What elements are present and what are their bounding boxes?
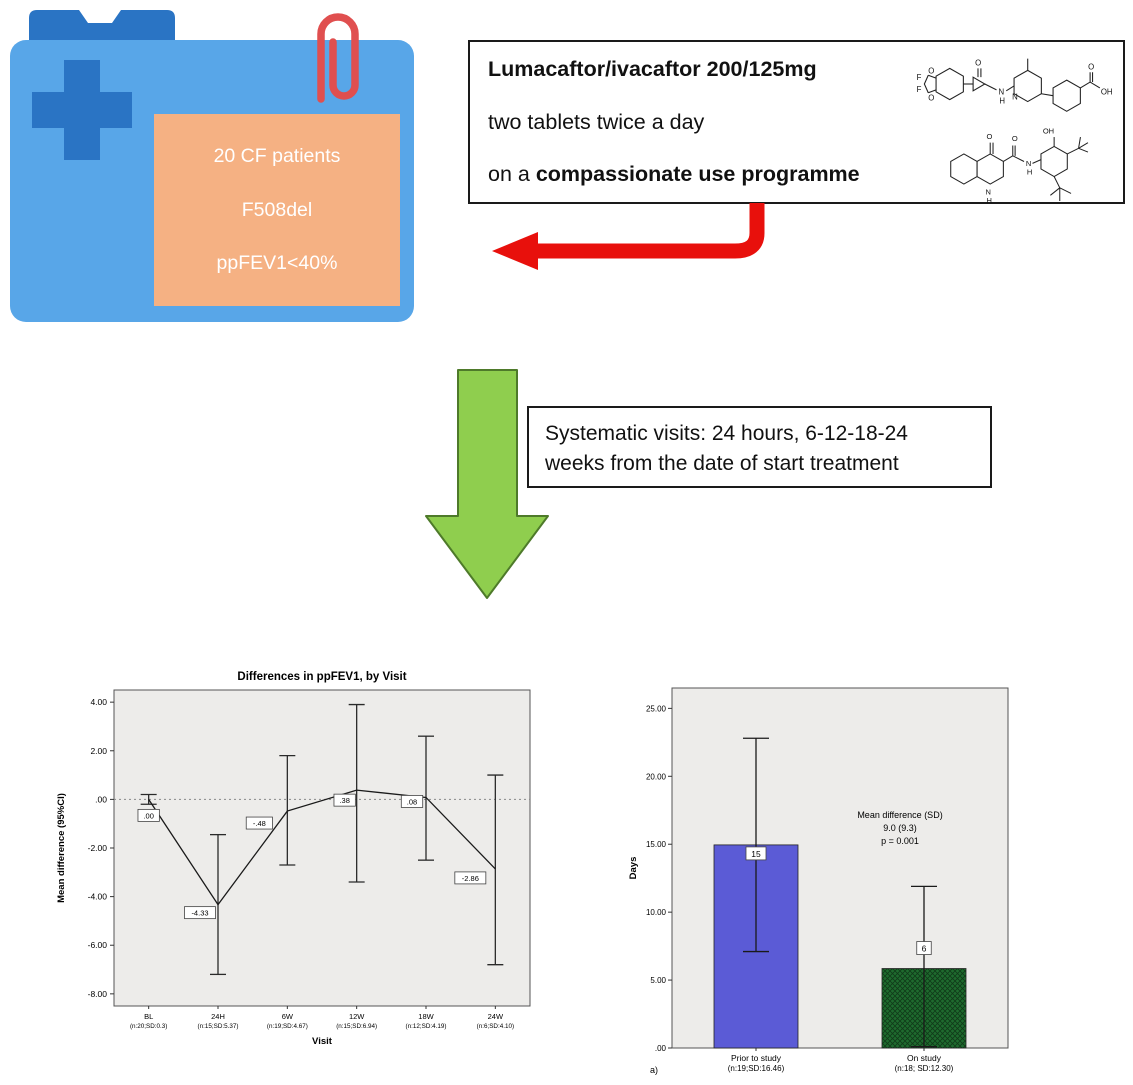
x-tick-label: 12W <box>349 1012 365 1021</box>
treatment-programme-prefix: on a <box>488 162 536 187</box>
y-tick-label: 20.00 <box>646 772 667 781</box>
red-arrow-head <box>492 232 538 270</box>
svg-text:N: N <box>1026 159 1031 168</box>
x-tick-label: Prior to study <box>731 1053 782 1063</box>
point-label-box <box>400 795 424 808</box>
x-tick-label: 6W <box>282 1012 294 1021</box>
point-label-box <box>454 871 487 885</box>
y-tick-label: .00 <box>655 1044 667 1053</box>
x-tick-sublabel: (n:18; SD:12.30) <box>895 1064 954 1073</box>
ivacaftor-structure-icon: O NH O NH OH <box>950 126 1089 205</box>
point-label-box <box>333 793 356 807</box>
y-tick-label: 15.00 <box>646 840 667 849</box>
treatment-dosage: two tablets twice a day <box>488 109 705 134</box>
y-tick-label: -2.00 <box>88 843 108 853</box>
lumacaftor-structure-icon: FF O O O NH N O OH <box>917 58 1113 112</box>
mean-difference-annotation: Mean difference (SD) <box>857 810 942 820</box>
point-label: -4.33 <box>191 909 208 918</box>
x-tick-sublabel: (n:12;SD:4.19) <box>406 1023 447 1030</box>
point-label-box <box>184 906 216 920</box>
x-tick-label: BL <box>144 1012 153 1021</box>
visits-box: Systematic visits: 24 hours, 6-12-18-24 … <box>527 406 992 488</box>
medical-cross-icon <box>32 60 132 160</box>
paperclip-icon <box>317 13 359 103</box>
y-tick-label: 10.00 <box>646 908 667 917</box>
x-tick-sublabel: (n:6;SD:4.10) <box>477 1023 514 1030</box>
y-tick-label: 4.00 <box>90 697 107 707</box>
panel-footnote: a) <box>650 1065 658 1075</box>
down-arrow <box>425 369 549 599</box>
point-label-box <box>137 808 160 822</box>
line-plot-area <box>113 689 531 1007</box>
treatment-programme: on a compassionate use programme <box>488 162 911 187</box>
point-label: .00 <box>143 811 153 820</box>
x-tick-label: 18W <box>418 1012 434 1021</box>
red-arrow <box>492 203 765 270</box>
svg-text:H: H <box>1027 168 1032 177</box>
point-label: .38 <box>339 796 349 805</box>
x-tick-label: 24H <box>211 1012 225 1021</box>
svg-text:N: N <box>998 88 1004 97</box>
svg-text:O: O <box>928 94 934 103</box>
x-tick-sublabel: (n:15;SD:5.37) <box>198 1023 239 1030</box>
patient-line-count: 20 CF patients <box>213 144 341 167</box>
mean-difference-annotation: 9.0 (9.3) <box>883 823 917 833</box>
y-tick-label: -6.00 <box>88 940 108 950</box>
x-tick-sublabel: (n:19;SD:16.46) <box>728 1064 785 1073</box>
svg-text:F: F <box>917 85 922 94</box>
bar-label: 6 <box>922 944 927 954</box>
visits-line-1: Systematic visits: 24 hours, 6-12-18-24 <box>545 422 908 445</box>
treatment-programme-bold: compassionate use programme <box>535 162 860 187</box>
days-bar-chart: 25.00 20.00 15.00 10.00 5.00 .00 15 6 Mean diffe… <box>628 687 1009 1075</box>
red-arrow-shaft <box>535 203 765 259</box>
point-label: .08 <box>407 797 417 806</box>
y-axis-title: Mean difference (95%CI) <box>56 793 67 903</box>
x-tick-sublabel: (n:19;SD:4.67) <box>267 1023 308 1030</box>
y-tick-label: -4.00 <box>88 892 108 902</box>
patient-box-bg <box>154 114 400 306</box>
bar-label-box <box>916 941 932 955</box>
y-tick-label: 2.00 <box>90 746 107 756</box>
treatment-box: Lumacaftor/ivacaftor 200/125mg two table… <box>468 40 1125 205</box>
x-axis-title: Visit <box>312 1036 333 1047</box>
x-tick-label: On study <box>907 1053 942 1063</box>
patient-box: 20 CF patients F508del ppFEV1<40% <box>154 114 400 306</box>
visits-line-2: weeks from the date of start treatment <box>545 451 899 475</box>
bar-label-box <box>745 846 767 861</box>
mean-difference-line <box>148 789 496 906</box>
svg-text:O: O <box>1088 62 1094 71</box>
svg-text:H: H <box>986 196 991 205</box>
line-chart-title: Differences in ppFEV1, by Visit <box>237 671 406 683</box>
svg-text:N: N <box>1012 93 1018 102</box>
down-arrow-shape <box>425 369 549 599</box>
svg-text:N: N <box>986 187 991 196</box>
svg-text:H: H <box>999 97 1005 106</box>
y-axis-title: Days <box>628 857 639 880</box>
svg-text:O: O <box>986 132 992 141</box>
svg-text:O: O <box>1012 134 1018 143</box>
point-label: -2.86 <box>462 874 479 883</box>
point-label-box <box>245 816 273 830</box>
treatment-drug-name: Lumacaftor/ivacaftor 200/125mg <box>488 57 817 81</box>
x-tick-sublabel: (n:20;SD:0.3) <box>130 1023 167 1030</box>
svg-text:OH: OH <box>1043 126 1054 135</box>
ppfev1-line-chart: Differences in ppFEV1, by Visit 4.00 2.00.… <box>56 671 531 1047</box>
svg-text:O: O <box>928 66 934 75</box>
y-tick-label: -8.00 <box>88 989 108 999</box>
svg-text:O: O <box>975 58 981 67</box>
patient-folder <box>10 10 414 322</box>
svg-text:OH: OH <box>1101 88 1113 97</box>
x-tick-sublabel: (n:15;SD:6.94) <box>336 1023 377 1030</box>
y-tick-label: .00 <box>95 794 107 804</box>
y-tick-label: 25.00 <box>646 704 667 713</box>
svg-text:F: F <box>917 73 922 82</box>
y-tick-label: 5.00 <box>650 976 666 985</box>
patient-line-fev: ppFEV1<40% <box>216 252 338 275</box>
patient-line-mutation: F508del <box>241 198 313 221</box>
x-tick-label: 24W <box>488 1012 504 1021</box>
bar-label: 15 <box>751 849 761 859</box>
point-label: -.48 <box>253 819 266 828</box>
mean-difference-annotation: p = 0.001 <box>881 836 919 846</box>
